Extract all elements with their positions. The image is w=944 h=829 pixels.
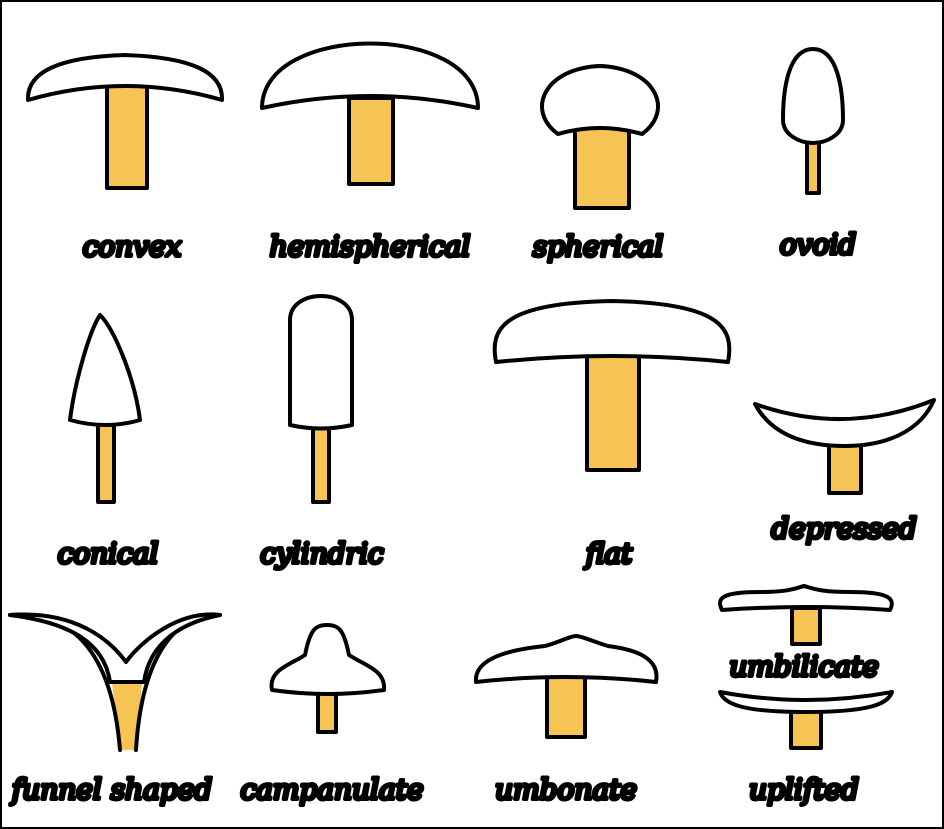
convex-stem <box>107 80 147 188</box>
label-cylindric: cylindric <box>260 537 384 570</box>
uplifted-cap <box>720 692 892 712</box>
flat-mushroom <box>495 301 730 470</box>
flat-cap <box>495 301 730 362</box>
umbilicate-cap <box>720 586 892 610</box>
label-campanulate: campanulate <box>240 773 423 806</box>
label-spherical: spherical <box>533 230 664 263</box>
label-uplifted: uplifted <box>749 773 859 806</box>
label-hemispherical: hemispherical <box>270 230 471 263</box>
uplifted-mushroom <box>720 692 892 748</box>
ovoid-mushroom <box>783 49 843 193</box>
depressed-mushroom <box>755 400 934 493</box>
conical-stem <box>98 418 114 502</box>
label-conical: conical <box>58 537 159 570</box>
cylindric-mushroom <box>290 296 352 502</box>
conical-cap <box>70 315 140 425</box>
label-umbonate: umbonate <box>495 773 637 806</box>
cylindric-stem <box>313 425 329 502</box>
convex-mushroom <box>28 55 222 188</box>
ovoid-cap <box>783 49 843 143</box>
campanulate-stem <box>318 692 336 732</box>
spherical-mushroom <box>542 66 658 208</box>
flat-stem <box>587 350 639 470</box>
campanulate-cap <box>272 625 385 694</box>
hemispherical-mushroom <box>262 44 478 185</box>
label-convex: convex <box>83 230 182 263</box>
cylindric-cap <box>290 296 352 429</box>
campanulate-mushroom <box>272 625 385 732</box>
label-flat: flat <box>584 537 633 570</box>
label-ovoid: ovoid <box>780 228 856 261</box>
funnel-shaped-cap <box>10 614 220 682</box>
spherical-cap <box>542 66 658 134</box>
umbonate-mushroom <box>476 636 657 737</box>
umbilicate-stem <box>792 608 820 644</box>
depressed-cap <box>755 400 934 446</box>
label-depressed: depressed <box>771 512 917 545</box>
ovoid-stem <box>807 138 819 193</box>
spherical-stem <box>575 128 629 208</box>
label-funnel-shaped: funnel shaped <box>10 773 212 806</box>
umbonate-stem <box>547 675 585 737</box>
umbonate-cap <box>476 636 657 682</box>
label-umbilicate: umbilicate <box>729 650 879 683</box>
umbilicate-mushroom <box>720 586 892 644</box>
funnel-shaped-mushroom <box>10 614 220 750</box>
hemispherical-stem <box>349 98 393 184</box>
conical-mushroom <box>70 315 140 502</box>
